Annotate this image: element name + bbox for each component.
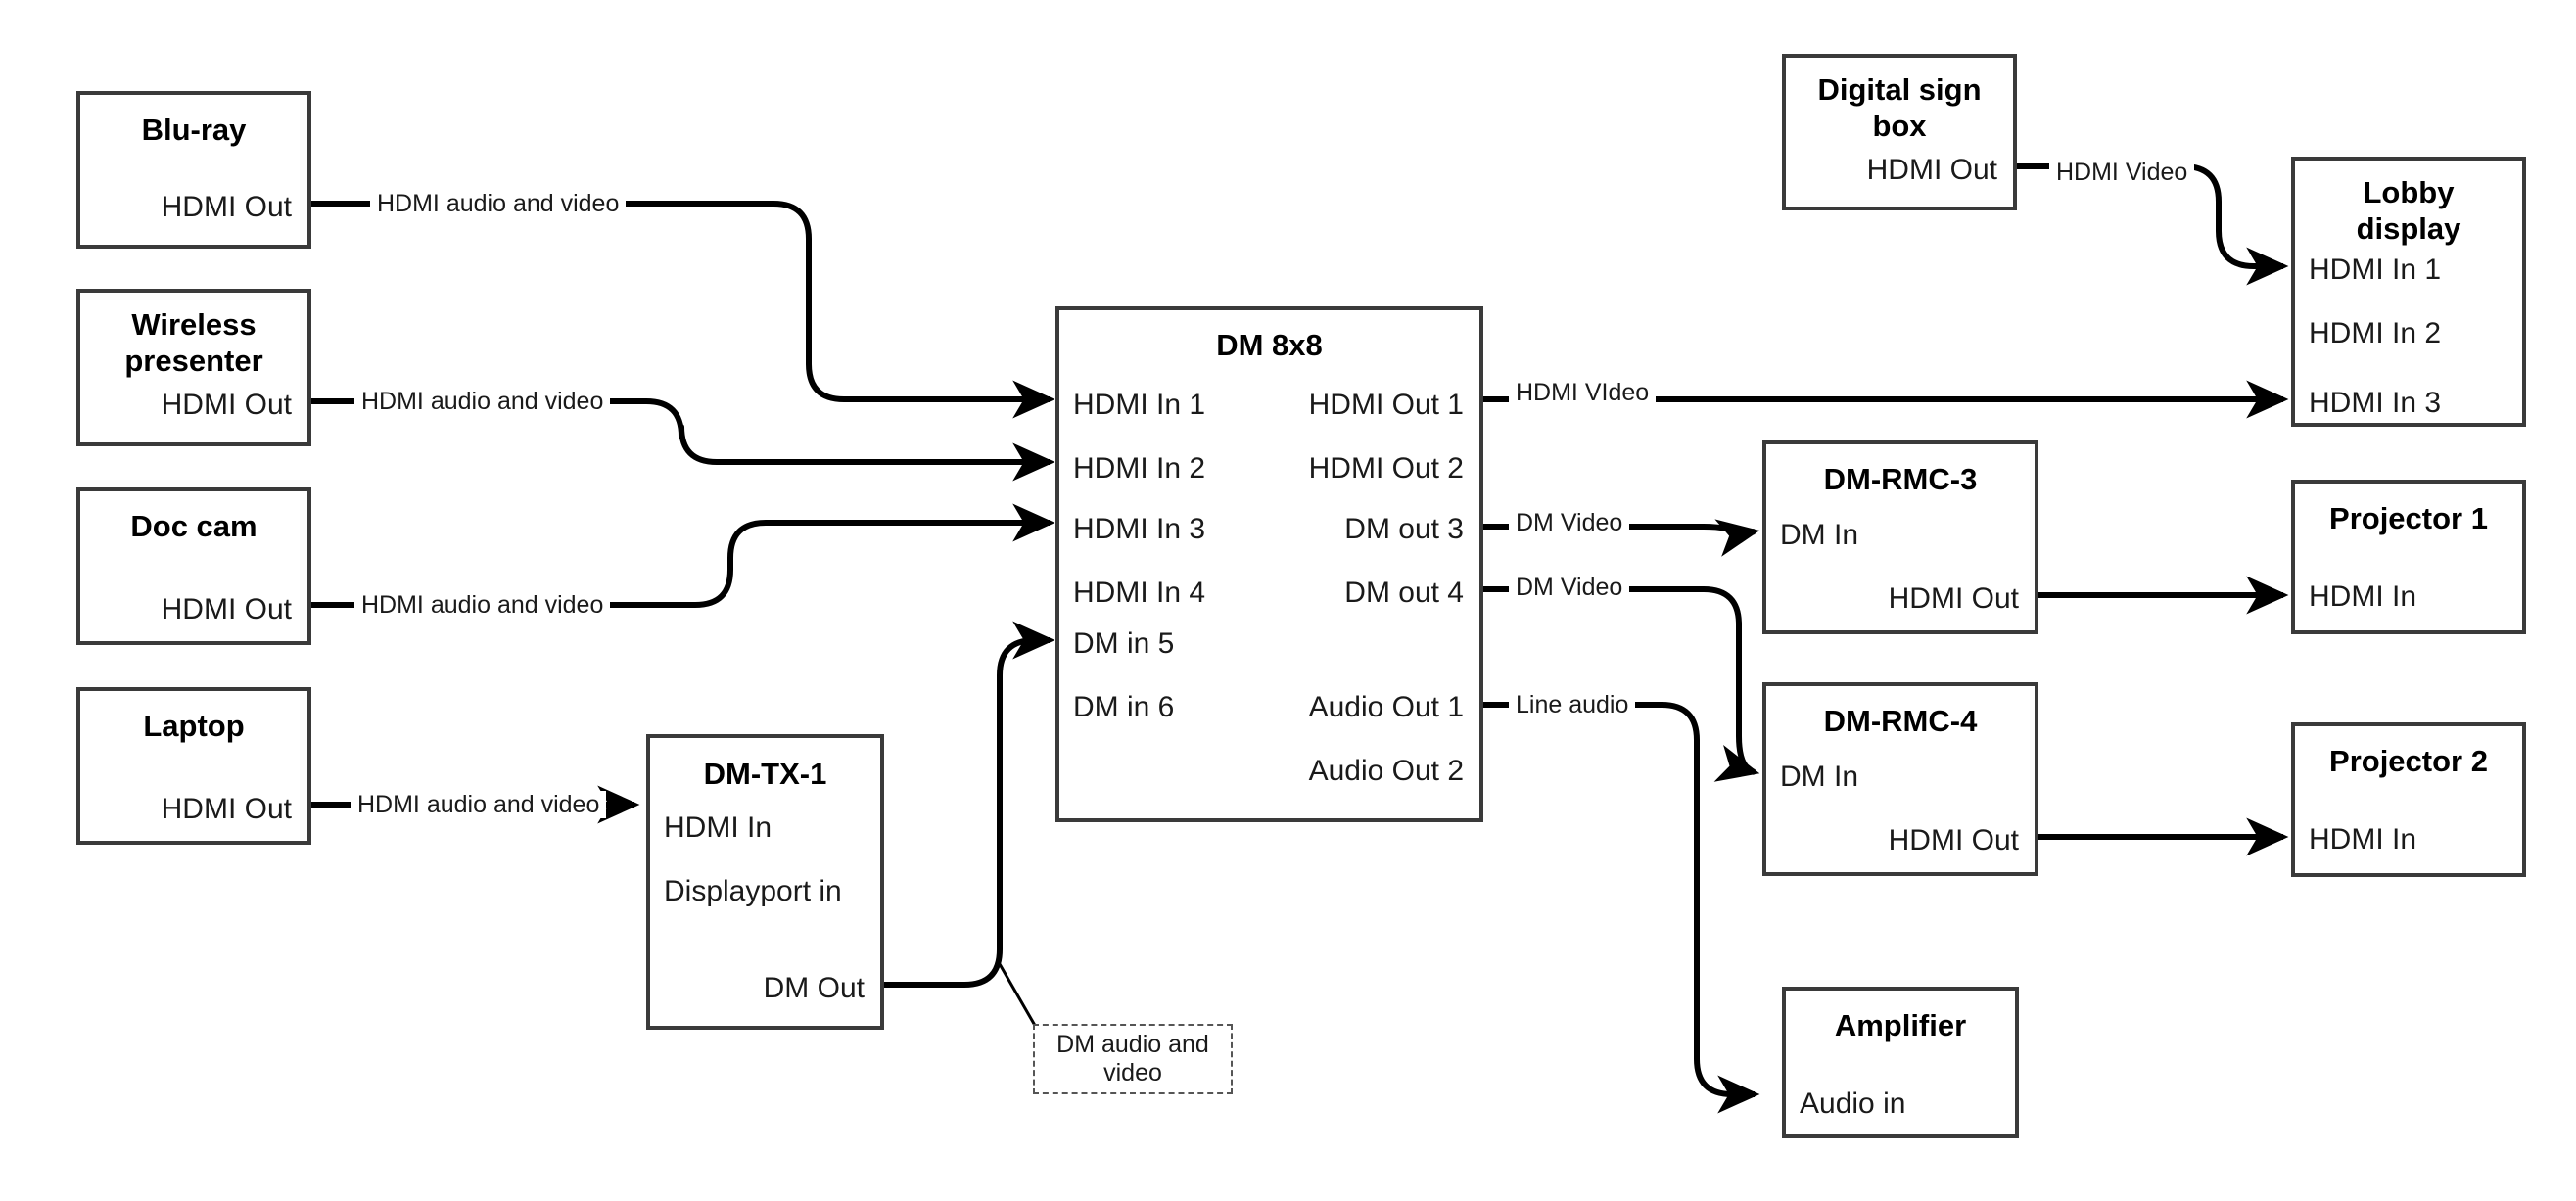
node-laptop[interactable]: Laptop HDMI Out	[76, 687, 311, 845]
node-wireless-presenter-port-hdmi-out: HDMI Out	[161, 389, 292, 421]
node-dm-8x8-port-hdmi-in-4: HDMI In 4	[1073, 577, 1206, 609]
node-digital-sign-box-port-hdmi-out: HDMI Out	[1866, 154, 1997, 186]
wire-label-hdmi-video-sign: HDMI Video	[2049, 159, 2195, 186]
node-dm-rmc-4[interactable]: DM-RMC-4 DM In HDMI Out	[1762, 682, 2038, 876]
node-projector-1[interactable]: Projector 1 HDMI In	[2291, 480, 2526, 634]
wire-dm8x8-to-amplifier	[1483, 702, 1760, 1114]
node-dm-rmc-3-port-dm-in: DM In	[1780, 519, 1859, 551]
node-projector-1-title: Projector 1	[2329, 501, 2488, 535]
node-dm-tx-1-port-displayport-in: Displayport in	[664, 875, 842, 907]
wire-label-line-audio: Line audio	[1509, 691, 1636, 718]
node-dm-8x8[interactable]: DM 8x8 HDMI In 1 HDMI In 2 HDMI In 3 HDM…	[1055, 306, 1483, 822]
node-bluray-port-hdmi-out: HDMI Out	[161, 191, 292, 223]
node-lobby-display[interactable]: Lobby display HDMI In 1 HDMI In 2 HDMI I…	[2291, 157, 2526, 427]
node-doc-cam-port-hdmi-out: HDMI Out	[161, 593, 292, 625]
node-dm-rmc-4-port-dm-in: DM In	[1780, 761, 1859, 793]
node-dm-rmc-3[interactable]: DM-RMC-3 DM In HDMI Out	[1762, 440, 2038, 634]
node-dm-tx-1-port-dm-out: DM Out	[763, 972, 865, 1004]
wire-dm8x8-to-rmc4	[1483, 586, 1760, 782]
node-bluray-title: Blu-ray	[141, 113, 247, 147]
node-dm-8x8-port-hdmi-out-2: HDMI Out 2	[1308, 452, 1464, 485]
node-laptop-title: Laptop	[143, 709, 245, 743]
node-doc-cam[interactable]: Doc cam HDMI Out	[76, 487, 311, 645]
wire-bluray-to-dm8x8	[310, 201, 1055, 419]
node-dm-8x8-port-audio-out-2: Audio Out 2	[1308, 755, 1464, 787]
node-amplifier-port-audio-in: Audio in	[1800, 1087, 1906, 1120]
node-dm-tx-1-title: DM-TX-1	[703, 757, 827, 791]
node-bluray[interactable]: Blu-ray HDMI Out	[76, 91, 311, 249]
node-dm-8x8-port-hdmi-in-1: HDMI In 1	[1073, 389, 1206, 421]
wire-dmtx1-to-dm8x8	[884, 621, 1055, 988]
wire-label-laptop: HDMI audio and video	[351, 791, 607, 818]
node-wireless-presenter[interactable]: Wireless presenter HDMI Out	[76, 289, 311, 446]
node-lobby-display-port-hdmi-in-2: HDMI In 2	[2309, 317, 2442, 349]
node-doc-cam-title: Doc cam	[130, 509, 258, 543]
wire-label-hdmi-video-out1: HDMI VIdeo	[1509, 379, 1657, 406]
wire-label-dm-video-4: DM Video	[1509, 574, 1630, 601]
node-lobby-display-title: Lobby display	[2356, 175, 2461, 246]
dm-audio-video-callout: DM audio and video	[1033, 1024, 1233, 1094]
node-dm-8x8-port-hdmi-out-1: HDMI Out 1	[1308, 389, 1464, 421]
wire-label-dm-video-3: DM Video	[1509, 509, 1630, 536]
node-dm-8x8-port-dm-out-4: DM out 4	[1344, 577, 1464, 609]
node-amplifier-title: Amplifier	[1834, 1008, 1967, 1042]
node-lobby-display-port-hdmi-in-1: HDMI In 1	[2309, 254, 2442, 286]
node-lobby-display-port-hdmi-in-3: HDMI In 3	[2309, 387, 2442, 419]
node-wireless-presenter-title: Wireless presenter	[124, 307, 263, 378]
node-dm-rmc-4-port-hdmi-out: HDMI Out	[1888, 824, 2019, 856]
node-laptop-port-hdmi-out: HDMI Out	[161, 793, 292, 825]
node-dm-8x8-port-dm-in-5: DM in 5	[1073, 627, 1175, 660]
wire-label-doccam: HDMI audio and video	[354, 591, 611, 619]
node-dm-8x8-port-audio-out-1: Audio Out 1	[1308, 691, 1464, 723]
node-dm-tx-1[interactable]: DM-TX-1 HDMI In Displayport in DM Out	[646, 734, 884, 1030]
node-dm-8x8-title: DM 8x8	[1216, 328, 1323, 362]
node-dm-rmc-3-port-hdmi-out: HDMI Out	[1888, 582, 2019, 615]
node-dm-8x8-port-dm-out-3: DM out 3	[1344, 513, 1464, 545]
node-dm-rmc-4-title: DM-RMC-4	[1823, 704, 1978, 738]
node-projector-1-port-hdmi-in: HDMI In	[2309, 580, 2417, 613]
node-dm-rmc-3-title: DM-RMC-3	[1823, 462, 1978, 496]
node-digital-sign-box-title: Digital sign box	[1817, 72, 1982, 143]
node-projector-2[interactable]: Projector 2 HDMI In	[2291, 722, 2526, 877]
node-projector-2-title: Projector 2	[2329, 744, 2488, 778]
node-dm-tx-1-port-hdmi-in: HDMI In	[664, 811, 773, 844]
wire-label-bluray: HDMI audio and video	[370, 190, 627, 217]
node-dm-8x8-port-hdmi-in-3: HDMI In 3	[1073, 513, 1206, 545]
node-dm-8x8-port-hdmi-in-2: HDMI In 2	[1073, 452, 1206, 485]
node-digital-sign-box[interactable]: Digital sign box HDMI Out	[1782, 54, 2017, 210]
node-amplifier[interactable]: Amplifier Audio in	[1782, 987, 2019, 1138]
node-dm-8x8-port-dm-in-6: DM in 6	[1073, 691, 1175, 723]
node-projector-2-port-hdmi-in: HDMI In	[2309, 823, 2417, 855]
wire-label-wireless: HDMI audio and video	[354, 388, 611, 415]
